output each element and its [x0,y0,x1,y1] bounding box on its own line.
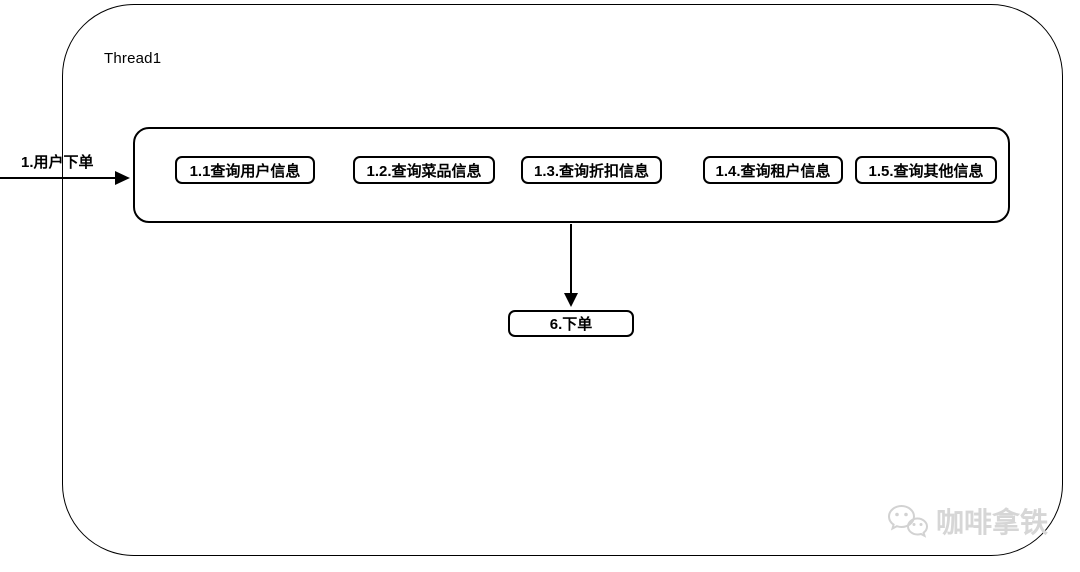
incoming-arrow-label: 1.用户下单 [21,154,94,171]
order-box: 6.下单 [508,310,634,337]
step-box-query-user-info: 1.1查询用户信息 [175,156,315,184]
down-arrowhead-icon [564,293,578,307]
wechat-icon [886,502,930,540]
incoming-arrow-line [0,177,117,179]
thread1-label: Thread1 [104,50,162,67]
thread1-container [62,4,1063,556]
step-box-query-tenant-info: 1.4.查询租户信息 [703,156,843,184]
step-box-query-discount-info: 1.3.查询折扣信息 [521,156,662,184]
watermark: 咖啡拿铁 [886,501,1048,541]
incoming-arrowhead-icon [115,171,130,185]
step-box-query-other-info: 1.5.查询其他信息 [855,156,997,184]
down-arrow-line [570,224,572,296]
watermark-text: 咖啡拿铁 [936,507,1049,538]
step-box-query-dish-info: 1.2.查询菜品信息 [353,156,495,184]
